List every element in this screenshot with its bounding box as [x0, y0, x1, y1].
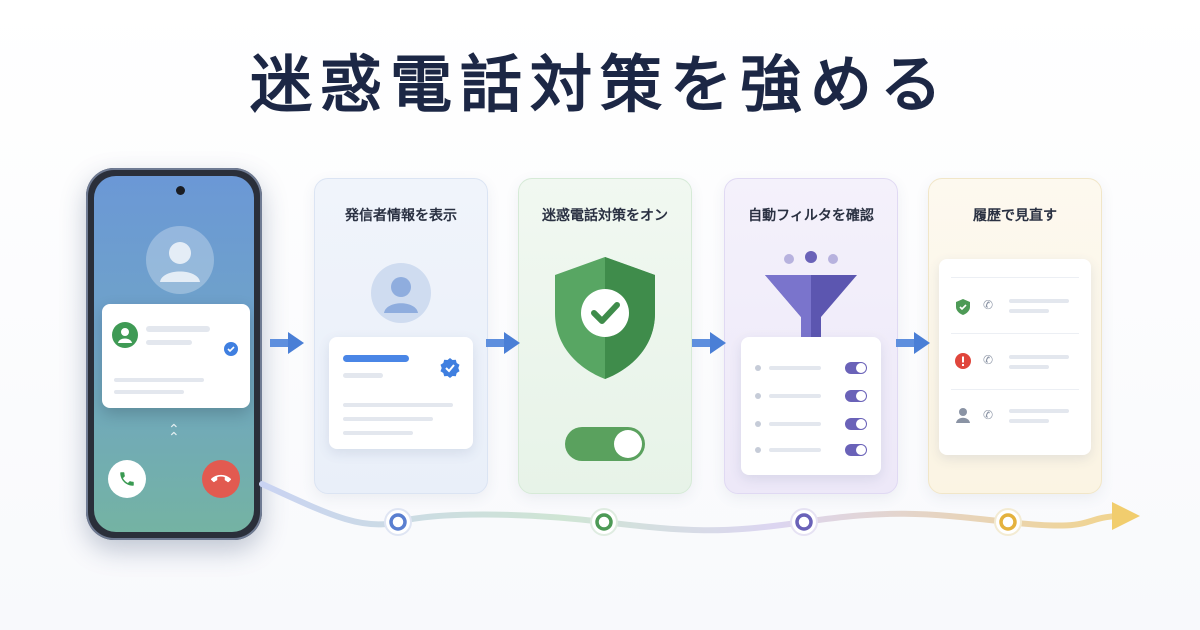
step-card-review-history: 履歴で見直す ✆ ✆ ✆ [928, 178, 1102, 494]
warning-icon [955, 353, 971, 369]
page-title: 迷惑電話対策を強める [249, 48, 950, 121]
step-card-show-caller-info: 発信者情報を表示 [314, 178, 488, 494]
phone-icon: ✆ [983, 408, 994, 422]
caller-info-card[interactable] [102, 304, 250, 408]
arrow-right-icon [270, 332, 304, 354]
timeline-node-1 [384, 508, 412, 536]
filter-toggle[interactable] [845, 390, 867, 402]
step-label: 発信者情報を表示 [345, 208, 457, 224]
phone-icon: ✆ [983, 353, 994, 367]
filter-funnel-icon [765, 251, 857, 351]
step-label: 迷惑電話対策をオン [542, 208, 668, 224]
timeline-node-2 [590, 508, 618, 536]
phone-accept-icon[interactable] [108, 460, 146, 498]
arrow-right-icon [692, 332, 726, 354]
progress-timeline [259, 481, 1140, 536]
step-label: 履歴で見直す [973, 208, 1057, 224]
timeline-node-3 [790, 508, 818, 536]
incoming-call-screen: ⌃⌃ [94, 176, 254, 532]
protection-toggle[interactable] [565, 427, 645, 461]
contact-avatar-icon [112, 322, 138, 348]
caller-avatar-icon [146, 226, 214, 294]
filter-rules-list [741, 337, 881, 475]
step-label: 自動フィルタを確認 [748, 208, 874, 224]
arrow-right-icon [486, 332, 520, 354]
step-card-auto-filter: 自動フィルタを確認 [724, 178, 898, 494]
caller-id-card [329, 337, 473, 449]
phone-mockup: ⌃⌃ [86, 168, 262, 540]
front-camera [176, 186, 185, 195]
timeline-node-4 [994, 508, 1022, 536]
swipe-up-icon: ⌃⌃ [168, 422, 180, 446]
unknown-person-icon [956, 408, 970, 423]
phone-icon: ✆ [983, 298, 994, 312]
shield-safe-icon [956, 299, 970, 315]
verified-badge-icon [224, 342, 238, 356]
filter-toggle[interactable] [845, 362, 867, 374]
shield-check-icon [555, 257, 655, 379]
filter-toggle[interactable] [845, 444, 867, 456]
user-avatar-icon [371, 263, 431, 323]
arrow-right-icon [896, 332, 930, 354]
step-card-enable-protection: 迷惑電話対策をオン [518, 178, 692, 494]
filter-toggle[interactable] [845, 418, 867, 430]
call-history-list: ✆ ✆ ✆ [939, 259, 1091, 455]
verified-badge-icon [440, 358, 460, 378]
phone-decline-icon[interactable] [202, 460, 240, 498]
